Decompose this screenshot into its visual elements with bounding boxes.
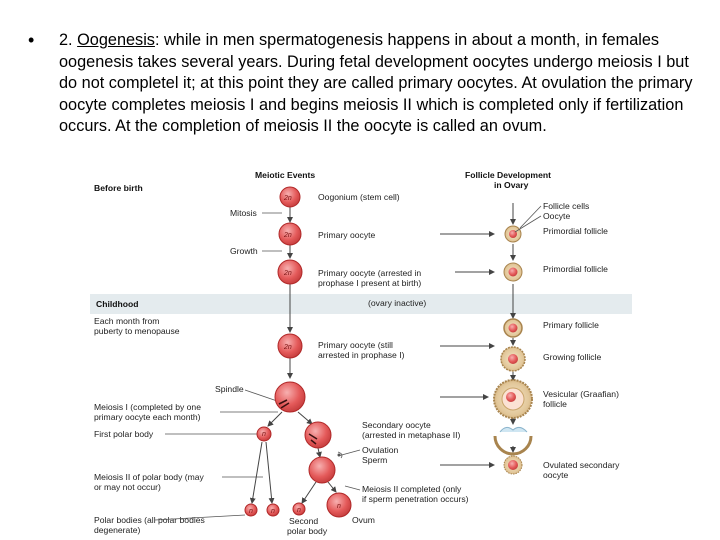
cell-second-polar-body: n	[292, 502, 306, 516]
cell-ovulated-oocyte	[308, 451, 343, 484]
svg-text:2n: 2n	[283, 270, 292, 277]
follicle-vesicular	[493, 379, 533, 419]
arrow-polar-split-a	[249, 441, 263, 504]
arrow-sec-to-ovul	[315, 447, 322, 458]
follicle-primordial-1	[504, 225, 522, 243]
label-oocyte: Oocyte	[543, 211, 570, 221]
label-ovulation: Ovulation	[362, 445, 399, 455]
label-spindle: Spindle	[215, 384, 244, 394]
svg-text:n: n	[262, 431, 266, 438]
label-mitosis: Mitosis	[230, 208, 257, 218]
leader-meiosis2-done	[344, 485, 361, 491]
leader-ovulation	[337, 449, 361, 457]
header-follicle-development: Follicle Development	[465, 170, 551, 180]
label-secondary-1: Secondary oocyte	[362, 420, 431, 430]
label-meiosis2-polar-2: or may not occur)	[94, 482, 161, 492]
label-primary-still-1: Primary oocyte (still	[318, 340, 393, 350]
label-ovum: Ovum	[352, 515, 375, 525]
label-primary-still-2: arrested in prophase I)	[318, 350, 405, 360]
svg-text:n: n	[297, 507, 301, 514]
cell-ovum: n	[326, 492, 352, 518]
svg-text:2n: 2n	[283, 344, 292, 351]
label-childhood: Childhood	[96, 299, 138, 309]
label-ovary-inactive: (ovary inactive)	[368, 298, 426, 308]
label-meiosis1-2: primary oocyte each month)	[94, 412, 201, 422]
label-primary-arrested-1: Primary oocyte (arrested in	[318, 268, 421, 278]
follicle-growing	[500, 346, 526, 372]
label-secondary-2: (arrested in metaphase II)	[362, 430, 461, 440]
bullet-marker: •	[28, 30, 35, 50]
label-primordial-1: Primordial follicle	[543, 226, 608, 236]
svg-text:2n: 2n	[283, 232, 292, 239]
label-second-polar-1: Second	[289, 516, 318, 526]
cell-primary-oocyte-arrested: 2n	[277, 259, 303, 285]
arrow-to-second-polar	[301, 481, 317, 504]
follicle-ruptured	[493, 426, 533, 456]
svg-text:n: n	[337, 503, 341, 510]
arrow-polar-split-b	[265, 441, 275, 504]
label-first-polar-body: First polar body	[94, 429, 154, 439]
oogenesis-paragraph: 2. Oogenesis: while in men spermatogenes…	[59, 30, 699, 138]
label-primary-follicle: Primary follicle	[543, 320, 599, 330]
label-vesicular-2: follicle	[543, 399, 567, 409]
leader-follicle-cells	[519, 205, 542, 229]
cell-primary-oocyte-1: 2n	[278, 222, 302, 246]
follicle-primary	[503, 318, 523, 338]
label-polar-bodies-1: Polar bodies (all polar bodies	[94, 515, 205, 525]
label-ovulated-1: Ovulated secondary	[543, 460, 620, 470]
label-meiosis2-done-1: Meiosis II completed (only	[362, 484, 462, 494]
label-before-birth: Before birth	[94, 183, 143, 193]
leader-polar-bodies	[154, 514, 246, 521]
cell-meiosis-i	[274, 381, 306, 413]
label-each-month-1: Each month from	[94, 316, 159, 326]
arrow-to-ovum	[327, 481, 337, 493]
header-meiotic-events: Meiotic Events	[255, 170, 315, 180]
paragraph-lead: 2.	[59, 31, 78, 49]
leader-spindle	[244, 389, 281, 403]
label-oogonium: Oogonium (stem cell)	[318, 192, 400, 202]
term-oogenesis: Oogenesis	[77, 31, 155, 49]
label-follicle-cells: Follicle cells	[543, 201, 589, 211]
cell-primary-oocyte-still: 2n	[277, 333, 303, 359]
label-primary-oocyte: Primary oocyte	[318, 230, 376, 240]
label-meiosis2-done-2: if sperm penetration occurs)	[362, 494, 469, 504]
cell-polar-body-a: n	[244, 503, 258, 517]
follicle-ovulated-oocyte	[503, 455, 523, 475]
arrow-to-secondary	[297, 411, 313, 425]
header-in-ovary: in Ovary	[494, 180, 529, 190]
paragraph-body: : while in men spermatogenesis happens i…	[59, 31, 693, 135]
cell-secondary-oocyte	[304, 421, 332, 449]
label-primordial-2: Primordial follicle	[543, 264, 608, 274]
label-polar-bodies-2: degenerate)	[94, 525, 140, 535]
svg-text:2n: 2n	[283, 195, 292, 202]
label-meiosis2-polar-1: Meiosis II of polar body (may	[94, 472, 205, 482]
cell-oogonium: 2n	[279, 186, 301, 208]
label-vesicular-1: Vesicular (Graafian)	[543, 389, 619, 399]
label-sperm: Sperm	[362, 455, 387, 465]
cell-first-polar-body: n	[256, 426, 272, 442]
label-ovulated-2: oocyte	[543, 470, 569, 480]
label-growth: Growth	[230, 246, 258, 256]
label-primary-arrested-2: prophase I present at birth)	[318, 278, 421, 288]
label-meiosis1-1: Meiosis I (completed by one	[94, 402, 201, 412]
svg-text:n: n	[249, 508, 253, 515]
leader-oocyte	[514, 215, 542, 233]
cell-polar-body-b: n	[266, 503, 280, 517]
svg-text:n: n	[271, 508, 275, 515]
label-each-month-2: puberty to menopause	[94, 326, 180, 336]
childhood-band	[90, 294, 632, 314]
arrow-to-polar	[267, 411, 283, 427]
follicle-primordial-2	[503, 262, 523, 282]
label-second-polar-2: polar body	[287, 526, 328, 536]
label-growing-follicle: Growing follicle	[543, 352, 601, 362]
